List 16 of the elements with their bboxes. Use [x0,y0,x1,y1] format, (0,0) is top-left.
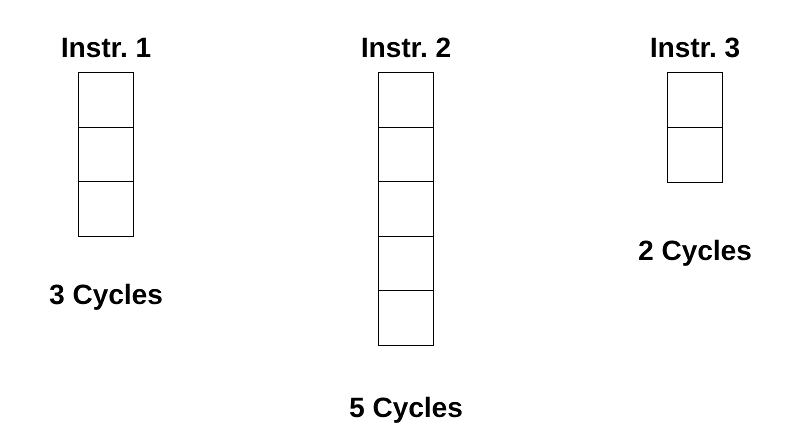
column-heading: Instr. 3 [650,32,740,64]
stage-box [378,126,434,182]
stage-box [378,72,434,128]
stage-box [78,181,134,237]
column-heading: Instr. 1 [60,32,152,64]
cycle-count: 3 Cycles [49,279,163,311]
cycle-count: 5 Cycles [349,392,463,424]
stage-box [667,72,723,128]
stage-box [78,72,134,128]
stage-box [78,126,134,182]
cycle-count: 2 Cycles [638,234,752,266]
stage-box [378,236,434,292]
stage-box [667,126,723,182]
column-heading: Instr. 2 [360,32,452,64]
stage-box [378,290,434,346]
stage-box [378,181,434,237]
